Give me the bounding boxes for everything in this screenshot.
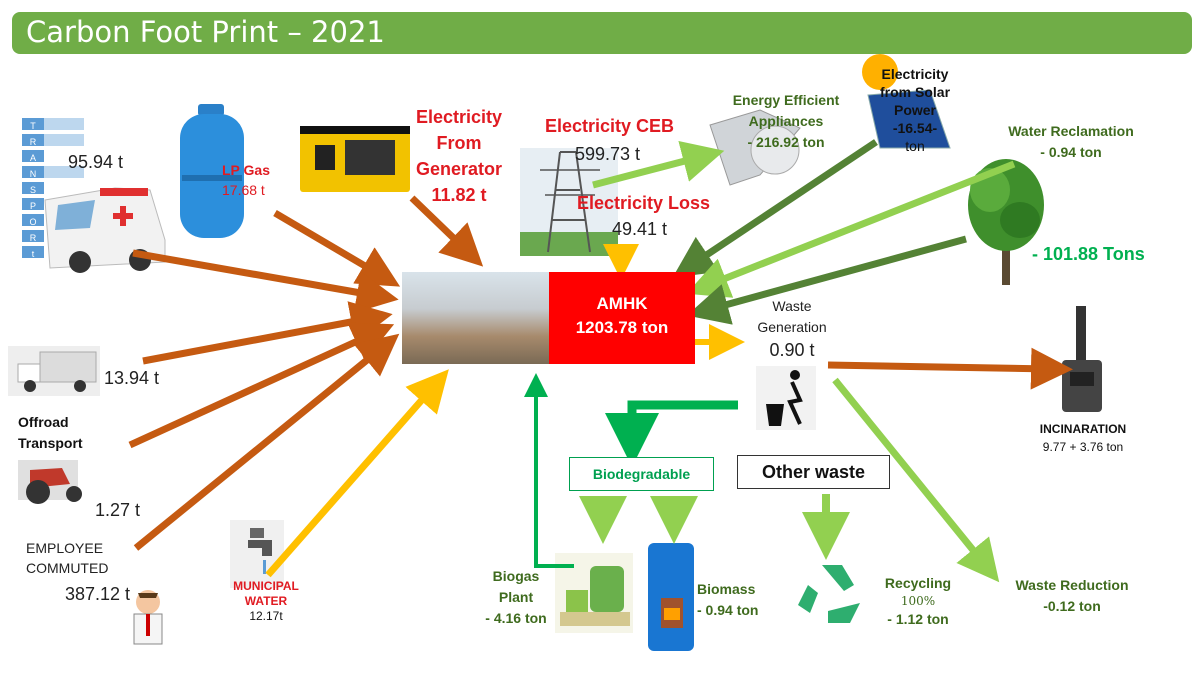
- loss-value: 49.41 t: [612, 219, 668, 239]
- lp-gas-value: 17.68 t: [222, 182, 265, 198]
- gas-cylinder-icon: [180, 104, 244, 238]
- building-photo: [402, 272, 550, 364]
- loss-label: Electricity Loss: [577, 193, 711, 213]
- lp-gas-label: LP Gas: [222, 162, 270, 178]
- water-reclamation-label: Water Reclamation- 0.94 ton: [1008, 123, 1134, 160]
- waste-reduction-label: Waste Reduction-0.12 ton: [1015, 577, 1129, 614]
- biomass-icon: [648, 543, 694, 651]
- water-tap-icon: [230, 520, 284, 588]
- municipal-water-value: 12.17t: [249, 609, 283, 623]
- employee-icon: [133, 590, 163, 645]
- amhk-label: AMHK: [596, 294, 648, 313]
- amhk-value: 1203.78 ton: [575, 318, 669, 337]
- trees-value: - 101.88 Tons: [1032, 244, 1145, 264]
- generator-value: 11.82 t: [431, 185, 487, 205]
- tractor-icon: [18, 460, 82, 504]
- title-banner: [12, 12, 1192, 54]
- transport-value: 95.94 t: [68, 152, 124, 172]
- waste-bin-icon: [756, 366, 816, 430]
- generator-icon: [300, 126, 410, 192]
- offroad-value: 1.27 t: [95, 500, 141, 520]
- transport-tabs-icon: [22, 118, 84, 258]
- ceb-label: Electricity CEB: [545, 116, 675, 136]
- solar-panel-icon: [862, 54, 951, 149]
- page-title: Carbon Foot Print – 2021: [26, 15, 385, 49]
- power-pylon-icon: [520, 148, 618, 256]
- waste-value: 0.90 t: [769, 340, 815, 360]
- recycling-label: Recycling 100% - 1.12 ton: [884, 575, 952, 627]
- biodegradable-box[interactable]: Biodegradable: [569, 457, 714, 491]
- truck-icon: [8, 346, 100, 396]
- ambulance-icon: [44, 187, 166, 273]
- amhk-box[interactable]: AMHK 1203.78 ton: [549, 272, 695, 364]
- recycling-icon: [798, 565, 860, 623]
- downlight-icon: [709, 109, 801, 186]
- incinerator-icon: [1062, 306, 1102, 412]
- employee-value: 387.12 t: [65, 584, 131, 604]
- ceb-value: 599.73 t: [575, 144, 641, 164]
- truck-value: 13.94 t: [104, 368, 160, 388]
- biomass-label: Biomass- 0.94 ton: [697, 581, 759, 618]
- other-waste-box[interactable]: Other waste: [737, 455, 890, 489]
